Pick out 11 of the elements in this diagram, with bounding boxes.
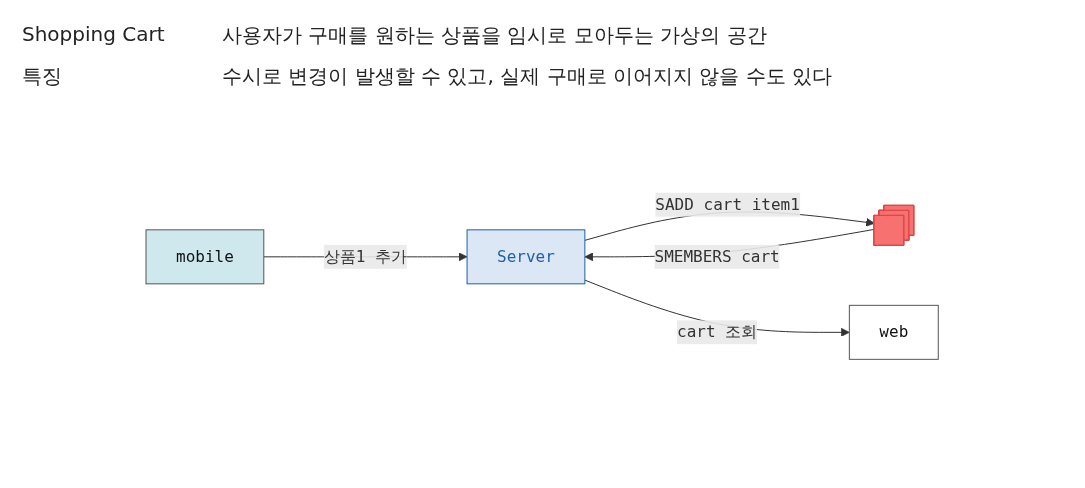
edge-label: SADD cart item1 <box>655 194 801 214</box>
edge-label: SMEMBERS cart <box>654 246 781 266</box>
node-box: mobile <box>145 229 265 285</box>
node-box: web <box>849 304 940 360</box>
description-text: 수시로 변경이 발생할 수 있고, 실제 구매로 이어지지 않을 수도 있다 <box>222 63 833 90</box>
description-text: 사용자가 구매를 원하는 상품을 임시로 모아두는 가상의 공간 <box>222 22 768 49</box>
node-box: Server <box>466 229 586 285</box>
edge-label: 상품1 추가 <box>324 246 408 266</box>
term-label: 특징 <box>22 63 63 90</box>
edge-label: cart 조회 <box>677 322 758 342</box>
term-label: Shopping Cart <box>22 22 166 48</box>
